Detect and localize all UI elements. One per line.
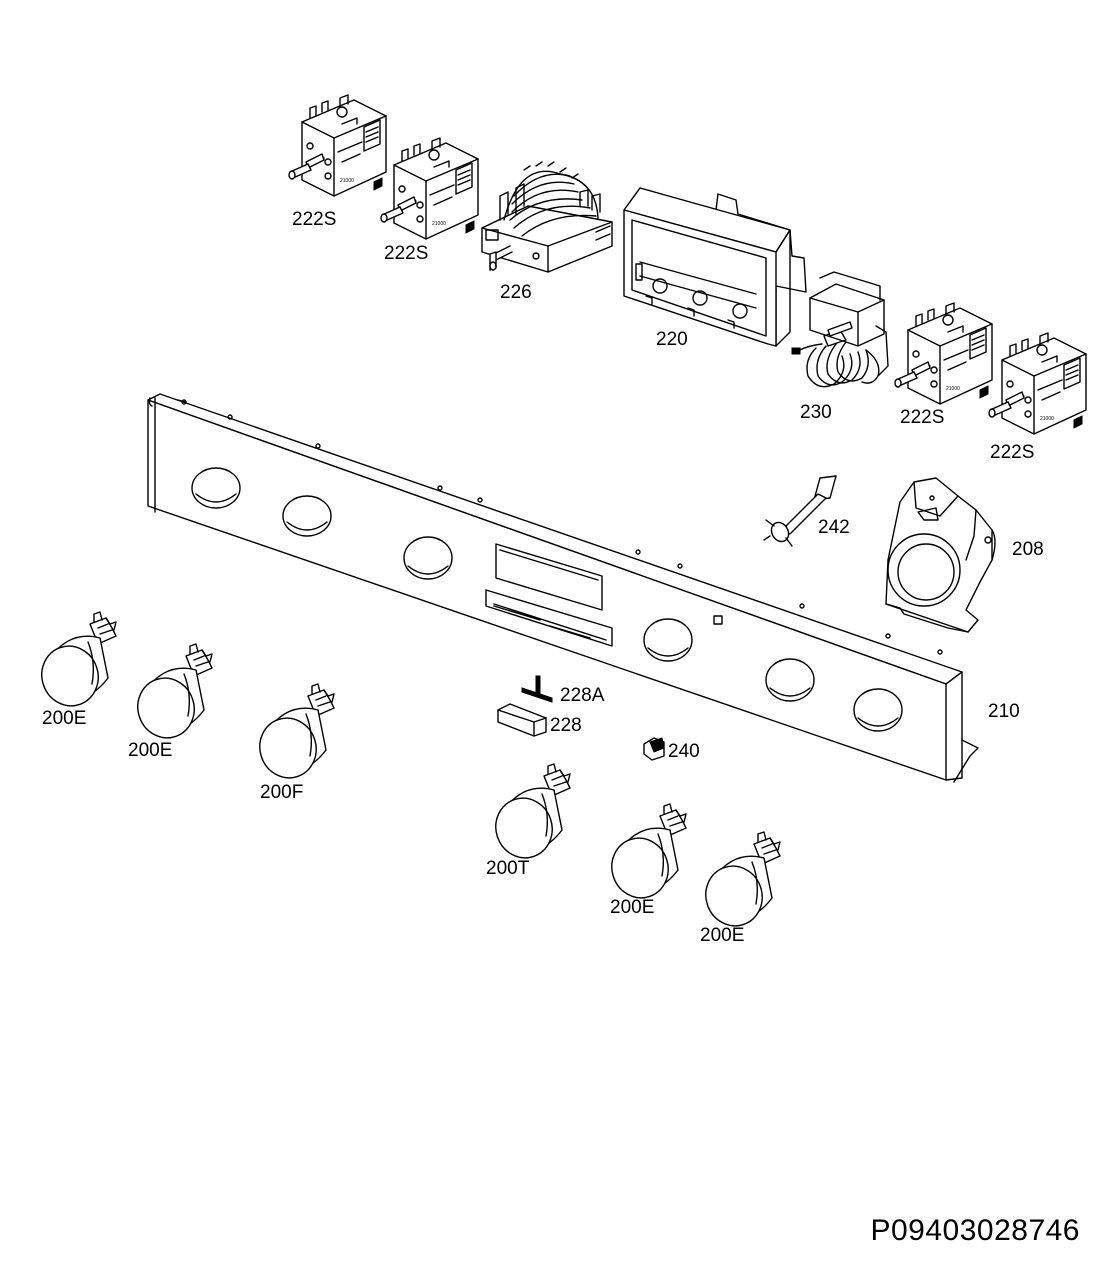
control-panel-210 (147, 393, 979, 783)
knob-200e-b (129, 643, 213, 746)
knob-200t (487, 763, 571, 866)
thermostat-230 (791, 271, 889, 388)
knob-200f (251, 683, 335, 786)
label-222s-c: 222S (900, 407, 944, 428)
label-210: 210 (988, 701, 1020, 722)
insert-228a (521, 675, 553, 703)
document-code: P09403028746 (870, 1214, 1080, 1247)
knob-200e-c (603, 803, 687, 906)
label-230: 230 (800, 402, 832, 423)
knob-200e-d (697, 831, 781, 934)
label-200e-b: 200E (128, 740, 172, 761)
label-200f: 200F (260, 782, 303, 803)
button-240 (643, 737, 665, 761)
label-228: 228 (550, 715, 582, 736)
selector-switch-222s-a (288, 94, 387, 197)
label-200e-c: 200E (610, 897, 654, 918)
label-200e-d: 200E (700, 925, 744, 946)
label-208: 208 (1012, 539, 1044, 560)
label-226: 226 (500, 282, 532, 303)
fan-housing-208 (885, 477, 996, 633)
label-242: 242 (818, 517, 850, 538)
selector-switch-222s-b (380, 137, 479, 240)
selector-switch-222s-c (894, 302, 993, 405)
insert-228 (497, 703, 547, 737)
function-switch-226 (481, 161, 613, 273)
label-200t: 200T (486, 858, 530, 879)
label-220: 220 (656, 329, 688, 350)
knob-200e-a (33, 611, 117, 714)
label-228a: 228A (560, 685, 605, 706)
label-222s-d: 222S (990, 442, 1034, 463)
label-222s-a: 222S (292, 209, 336, 230)
temperature-sensor-242 (763, 475, 837, 547)
selector-switch-222s-d (988, 332, 1087, 435)
label-200e-a: 200E (42, 708, 86, 729)
label-240: 240 (668, 741, 700, 762)
display-bracket-220 (623, 187, 807, 347)
label-222s-b: 222S (384, 243, 428, 264)
